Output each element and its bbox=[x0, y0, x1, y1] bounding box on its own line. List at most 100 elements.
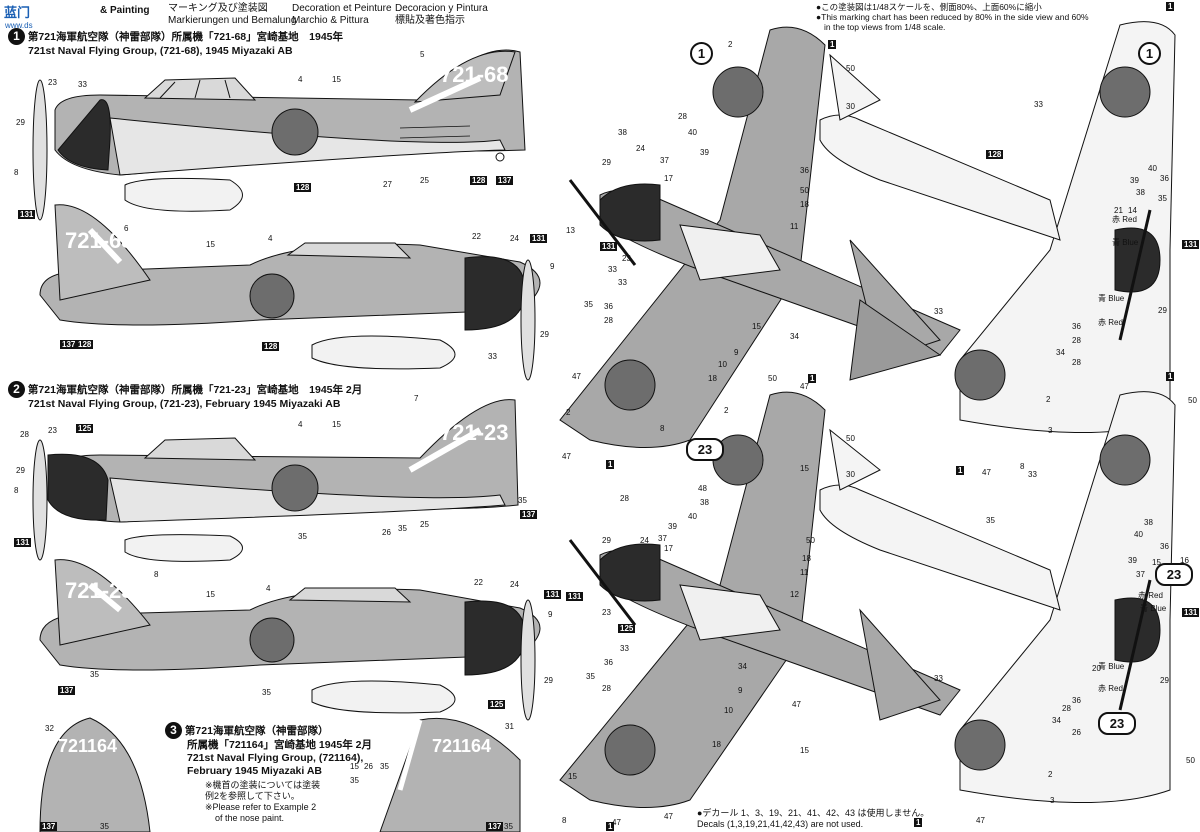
callout-bot1-18: 28 bbox=[1072, 358, 1081, 367]
callout-s2b-3: 22 bbox=[474, 578, 483, 587]
scheme-2-marker: 2 bbox=[8, 381, 25, 398]
callout-s1b-2: 4 bbox=[268, 234, 273, 243]
header-col2-line1: Decoration et Peinture bbox=[292, 3, 392, 14]
callout-s2b-4: 24 bbox=[510, 580, 519, 589]
callout-s3-2: 15 bbox=[350, 762, 359, 771]
callout-bot23-4: 33 bbox=[1028, 470, 1037, 479]
marker-23b: 23 bbox=[1155, 563, 1193, 586]
callout-top23-1: 1 bbox=[808, 374, 817, 383]
color-label-red-1: 赤 Red bbox=[1112, 215, 1137, 224]
callout-top23-25: 9 bbox=[738, 686, 743, 695]
callout-bot23-13: 20 bbox=[1092, 664, 1101, 673]
callout-s2b-7: 29 bbox=[544, 676, 553, 685]
callout-bot23-1: 50 bbox=[1186, 756, 1195, 765]
marker-1b: 1 bbox=[1138, 42, 1161, 65]
callout-top23-13: 50 bbox=[806, 536, 815, 545]
watermark-site: www.ds bbox=[5, 21, 33, 30]
callout-bot1-22: 8 bbox=[1020, 462, 1025, 471]
callout-top1-29: 2 bbox=[566, 408, 571, 417]
callout-bot23-15: 33 bbox=[934, 674, 943, 683]
marker-23a: 23 bbox=[686, 438, 724, 461]
callout-bot23-0: 1 bbox=[1166, 372, 1175, 381]
callout-s1a-4: 131 bbox=[18, 210, 36, 219]
callout-top23-18: 23 bbox=[602, 608, 611, 617]
scale-note: ●この塗装図は1/48スケールを、側面80%、上面60%に縮小 ●This ma… bbox=[816, 2, 1089, 32]
color-label-blue-1: 青 Blue bbox=[1112, 238, 1139, 247]
callout-top1-30: 8 bbox=[660, 424, 665, 433]
callout-top1-9: 17 bbox=[664, 174, 673, 183]
callout-s3-1: 31 bbox=[505, 722, 514, 731]
callout-top23-26: 10 bbox=[724, 706, 733, 715]
callout-s1b-7: 29 bbox=[540, 330, 549, 339]
scheme-2-jp: 第721海軍航空隊（神雷部隊）所属機「721-23」宮崎基地 1945年 2月 bbox=[27, 384, 363, 396]
callout-s2b-11: 125 bbox=[488, 700, 506, 709]
callout-top23-0: 50 bbox=[768, 374, 777, 383]
callout-s2b-0: 8 bbox=[154, 570, 159, 579]
callout-s2b-1: 15 bbox=[206, 590, 215, 599]
callout-bot23-12: 131 bbox=[1182, 608, 1200, 617]
callout-s2a-9: 26 bbox=[382, 528, 391, 537]
callout-s1a-3: 8 bbox=[14, 168, 19, 177]
callout-top23-16: 12 bbox=[790, 590, 799, 599]
callout-top23-19: 125 bbox=[618, 624, 636, 633]
callout-s3-5: 35 bbox=[350, 776, 359, 785]
callout-bot1-20: 3 bbox=[1048, 426, 1053, 435]
callout-top23-17: 131 bbox=[566, 592, 584, 601]
callout-bot1-16: 36 bbox=[1072, 322, 1081, 331]
callout-s1a-11: 128 bbox=[470, 176, 488, 185]
bottom-view-23-marker: 23 bbox=[1155, 563, 1193, 586]
callout-top23-24: 34 bbox=[738, 662, 747, 671]
callout-bot1-8: 38 bbox=[1136, 188, 1145, 197]
callout-top1-15: 13 bbox=[566, 226, 575, 235]
callout-s2a-11: 25 bbox=[420, 520, 429, 529]
scale-note-en2: in the top views from 1/48 scale. bbox=[824, 22, 946, 32]
callout-s1b-1: 15 bbox=[206, 240, 215, 249]
scheme-2-caption: 2 第721海軍航空隊（神雷部隊）所属機「721-23」宮崎基地 1945年 2… bbox=[8, 381, 362, 411]
scheme-3-marker: 3 bbox=[165, 722, 182, 739]
callout-bot1-4: 128 bbox=[986, 150, 1004, 159]
callout-top1-27: 18 bbox=[708, 374, 717, 383]
color-label-blue-3: 青 Blue bbox=[1140, 604, 1167, 613]
callout-top1-10: 37 bbox=[660, 156, 669, 165]
callout-s2a-4: 15 bbox=[332, 420, 341, 429]
callout-top1-26: 10 bbox=[718, 360, 727, 369]
callout-bot1-15: 28 bbox=[1072, 336, 1081, 345]
callout-top1-25: 9 bbox=[734, 348, 739, 357]
callout-s3-3: 26 bbox=[364, 762, 373, 771]
callout-top23-12: 17 bbox=[664, 544, 673, 553]
side-view-1-right bbox=[39, 204, 541, 381]
callout-bot1-14: 33 bbox=[934, 307, 943, 316]
nose-note-jp2: 例2を参照して下さい。 bbox=[205, 791, 300, 801]
callout-top23-20: 33 bbox=[620, 644, 629, 653]
tail-views-3 bbox=[39, 717, 521, 832]
callout-top1-17: 23 bbox=[622, 254, 631, 263]
callout-top1-32: 47 bbox=[800, 382, 809, 391]
callout-bot23-22: 47 bbox=[976, 816, 985, 825]
callout-top23-8: 39 bbox=[668, 522, 677, 531]
callout-bot1-1: 50 bbox=[1188, 396, 1197, 405]
callout-s1a-12: 137 bbox=[496, 176, 514, 185]
callout-s2a-13: 137 bbox=[520, 510, 538, 519]
tail-code-3a: 721164 bbox=[58, 736, 117, 756]
side-view-2-right bbox=[39, 559, 541, 721]
scheme-3-jp-line2: 所属機「721164」宮崎基地 1945年 2月 bbox=[187, 739, 372, 751]
callout-s1a-2: 29 bbox=[16, 118, 25, 127]
callout-top1-3: 28 bbox=[678, 112, 687, 121]
scheme-1-en: 721st Naval Flying Group, (721-68), 1945… bbox=[28, 45, 293, 57]
callout-top23-7: 40 bbox=[688, 512, 697, 521]
callout-bot23-10: 15 bbox=[1152, 558, 1161, 567]
decal-note: ●デカール 1、3、19、21、41、42、43 は使用しません。 Decals… bbox=[697, 808, 929, 830]
callout-s2b-9: 35 bbox=[90, 670, 99, 679]
header-col1-line2: Markierungen und Bemalung bbox=[168, 15, 297, 26]
callout-s2a-5: 7 bbox=[414, 394, 419, 403]
callout-top23-27: 18 bbox=[712, 740, 721, 749]
callout-top1-4: 40 bbox=[688, 128, 697, 137]
callout-s2b-2: 4 bbox=[266, 584, 271, 593]
callout-s2a-2: 125 bbox=[76, 424, 94, 433]
callout-bot23-21: 3 bbox=[1050, 796, 1055, 805]
callout-bot23-20: 2 bbox=[1048, 770, 1053, 779]
scheme-3-caption: 3 第721海軍航空隊（神雷部隊） 所属機「721164」宮崎基地 1945年 … bbox=[165, 722, 372, 778]
callout-s3-6: 137 bbox=[40, 822, 58, 831]
scale-note-en1: ●This marking chart has been reduced by … bbox=[816, 12, 1089, 22]
callout-s1b-11: 33 bbox=[488, 352, 497, 361]
